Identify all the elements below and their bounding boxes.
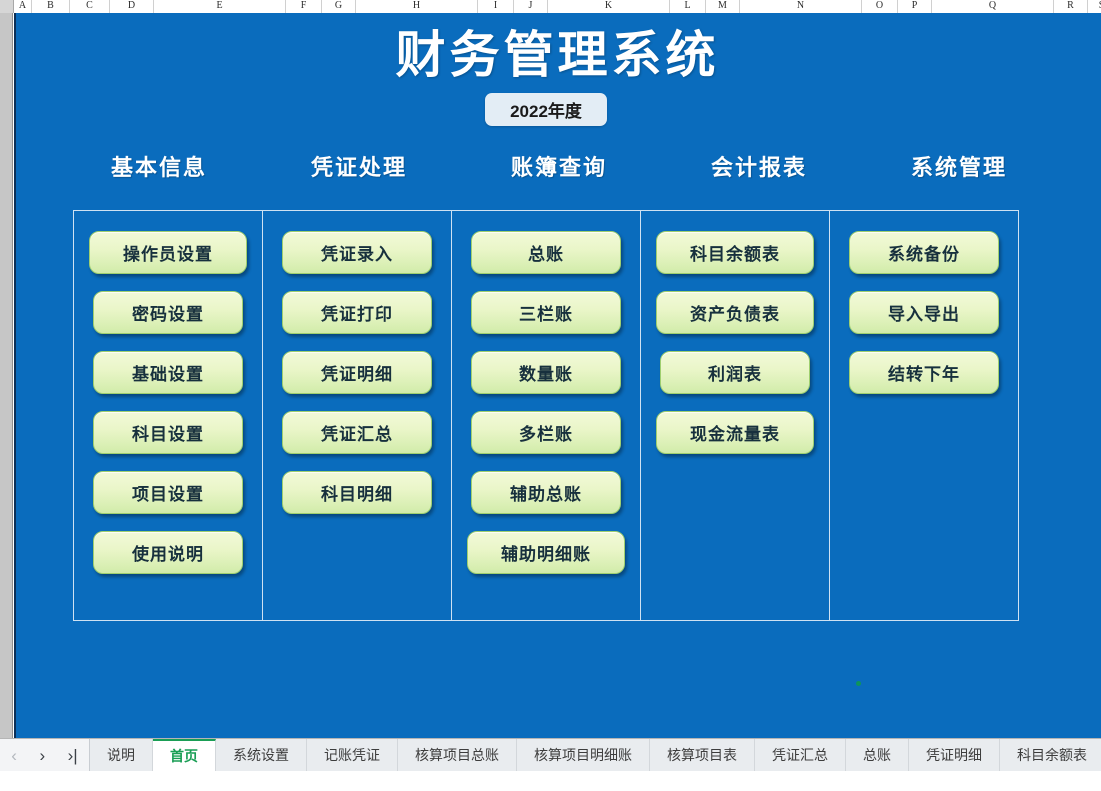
menu-button-0-5[interactable]: 使用说明: [93, 531, 243, 574]
column-header-r[interactable]: R: [1054, 0, 1088, 13]
sheet-tab-1[interactable]: 首页: [153, 739, 216, 771]
sheet-tab-2[interactable]: 系统设置: [216, 739, 307, 771]
menu-panel-3: 科目余额表资产负债表利润表现金流量表: [641, 211, 830, 620]
year-badge[interactable]: 2022年度: [485, 93, 607, 126]
menu-button-2-0[interactable]: 总账: [471, 231, 621, 274]
sheet-tab-0[interactable]: 说明: [90, 739, 153, 771]
menu-button-0-3[interactable]: 科目设置: [93, 411, 243, 454]
dashboard-canvas: 财务管理系统 2022年度 基本信息 凭证处理 账簿查询 会计报表 系统管理 操作员设置…: [14, 13, 1101, 738]
menu-button-4-1[interactable]: 导入导出: [849, 291, 999, 334]
sheet-tab-9[interactable]: 凭证明细: [909, 739, 1000, 771]
category-header-2: 账簿查询: [510, 155, 607, 180]
sheet-tab-3[interactable]: 记账凭证: [307, 739, 398, 771]
sheet-tab-8[interactable]: 总账: [846, 739, 909, 771]
sheet-tab-7[interactable]: 凭证汇总: [755, 739, 846, 771]
column-header-q[interactable]: Q: [932, 0, 1054, 13]
column-header-p[interactable]: P: [898, 0, 932, 13]
column-header-a[interactable]: A: [14, 0, 32, 13]
menu-button-2-4[interactable]: 辅助总账: [471, 471, 621, 514]
menu-button-1-0[interactable]: 凭证录入: [282, 231, 432, 274]
menu-button-1-4[interactable]: 科目明细: [282, 471, 432, 514]
menu-button-0-0[interactable]: 操作员设置: [89, 231, 247, 274]
column-header-i[interactable]: I: [478, 0, 514, 13]
column-header-h[interactable]: H: [356, 0, 478, 13]
menu-button-3-2[interactable]: 利润表: [660, 351, 810, 394]
row-header-gutter[interactable]: [0, 13, 13, 738]
column-header-o[interactable]: O: [862, 0, 898, 13]
sheet-tab-6[interactable]: 核算项目表: [650, 739, 755, 771]
column-header-d[interactable]: D: [110, 0, 154, 13]
category-header-4: 系统管理: [910, 155, 1007, 180]
sheet-tab-bar: ‹ › ›| 说明首页系统设置记账凭证核算项目总账核算项目明细账核算项目表凭证汇总总…: [0, 738, 1101, 771]
sheet-tab-5[interactable]: 核算项目明细账: [517, 739, 650, 771]
column-header-k[interactable]: K: [548, 0, 670, 13]
category-header-1: 凭证处理: [310, 155, 407, 180]
cell-cursor-marker: [856, 681, 861, 686]
column-header-l[interactable]: L: [670, 0, 706, 13]
menu-button-2-2[interactable]: 数量账: [471, 351, 621, 394]
menu-panels: 操作员设置密码设置基础设置科目设置项目设置使用说明凭证录入凭证打印凭证明细凭证汇…: [73, 210, 1019, 621]
menu-button-4-2[interactable]: 结转下年: [849, 351, 999, 394]
column-header-g[interactable]: G: [322, 0, 356, 13]
menu-button-2-3[interactable]: 多栏账: [471, 411, 621, 454]
sheet-tab-10[interactable]: 科目余额表: [1000, 739, 1101, 771]
column-header-s[interactable]: S: [1088, 0, 1101, 13]
column-header-m[interactable]: M: [706, 0, 740, 13]
column-header-c[interactable]: C: [70, 0, 110, 13]
menu-button-0-1[interactable]: 密码设置: [93, 291, 243, 334]
menu-button-0-4[interactable]: 项目设置: [93, 471, 243, 514]
menu-button-2-1[interactable]: 三栏账: [471, 291, 621, 334]
last-sheet-icon[interactable]: ›|: [67, 745, 78, 765]
category-header-3: 会计报表: [710, 155, 807, 180]
sheet-tabs: 说明首页系统设置记账凭证核算项目总账核算项目明细账核算项目表凭证汇总总账凭证明细…: [90, 739, 1101, 771]
column-header-b[interactable]: B: [32, 0, 70, 13]
bottom-filler: [0, 771, 1101, 791]
column-header-n[interactable]: N: [740, 0, 862, 13]
column-header-strip: ABCDEFGHIJKLMNOPQRSTU: [0, 0, 1101, 13]
column-header-f[interactable]: F: [286, 0, 322, 13]
column-header-e[interactable]: E: [154, 0, 286, 13]
category-header-0: 基本信息: [110, 155, 207, 180]
menu-panel-1: 凭证录入凭证打印凭证明细凭证汇总科目明细: [263, 211, 452, 620]
select-all-corner[interactable]: [0, 0, 14, 13]
menu-button-3-1[interactable]: 资产负债表: [656, 291, 814, 334]
chevron-left-icon[interactable]: ‹: [11, 745, 17, 765]
column-header-j[interactable]: J: [514, 0, 548, 13]
menu-panel-2: 总账三栏账数量账多栏账辅助总账辅助明细账: [452, 211, 641, 620]
menu-button-3-0[interactable]: 科目余额表: [656, 231, 814, 274]
category-header-row: 基本信息 凭证处理 账簿查询 会计报表 系统管理: [59, 148, 1059, 188]
menu-panel-4: 系统备份导入导出结转下年: [830, 211, 1018, 620]
menu-button-4-0[interactable]: 系统备份: [849, 231, 999, 274]
menu-button-2-5[interactable]: 辅助明细账: [467, 531, 625, 574]
menu-button-0-2[interactable]: 基础设置: [93, 351, 243, 394]
sheet-nav-arrows: ‹ › ›|: [0, 739, 90, 771]
menu-button-1-2[interactable]: 凭证明细: [282, 351, 432, 394]
page-title: 财务管理系统: [395, 27, 720, 83]
menu-panel-0: 操作员设置密码设置基础设置科目设置项目设置使用说明: [74, 211, 263, 620]
menu-button-3-3[interactable]: 现金流量表: [656, 411, 814, 454]
sheet-tab-4[interactable]: 核算项目总账: [398, 739, 517, 771]
menu-button-1-1[interactable]: 凭证打印: [282, 291, 432, 334]
menu-button-1-3[interactable]: 凭证汇总: [282, 411, 432, 454]
chevron-right-icon[interactable]: ›: [39, 745, 46, 765]
